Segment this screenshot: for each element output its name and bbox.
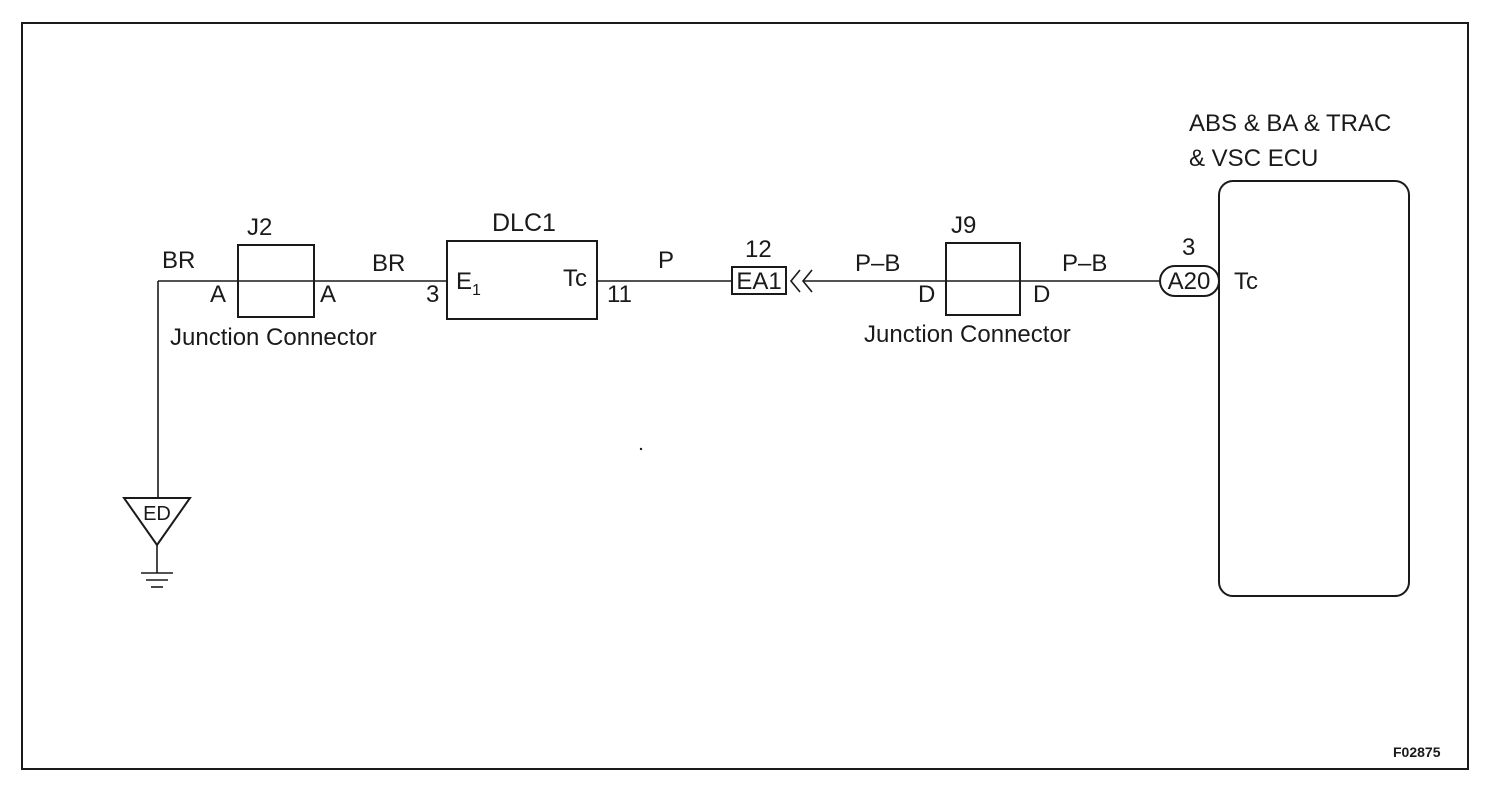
j9-name: J9	[951, 212, 976, 239]
wire-color-p: P	[658, 247, 674, 274]
ea1-name: EA1	[736, 268, 781, 295]
ea1-box	[731, 266, 787, 295]
j2-pin-right: A	[320, 281, 336, 308]
dlc1-pin-right-label: Tc	[563, 265, 587, 292]
dlc1-pin-right-number: 11	[607, 281, 632, 308]
wire-color-br-mid: BR	[372, 250, 405, 277]
ea1-pin-number: 12	[745, 236, 772, 263]
dlc1-connector: DLC1 3 E1 Tc 11	[426, 209, 632, 320]
ground-point-triangle	[122, 497, 192, 547]
ground-branch: ED	[122, 280, 238, 588]
dlc1-pin-left-label: E1	[456, 268, 481, 299]
ecu-connector-name: A20	[1168, 268, 1211, 295]
ecu: ABS & BA & TRAC & VSC ECU A20 3 Tc	[1159, 110, 1410, 597]
dlc1-name: DLC1	[492, 209, 556, 237]
ecu-pin-number: 3	[1182, 234, 1195, 261]
j2-caption: Junction Connector	[170, 324, 377, 351]
j9-junction-connector: J9 D D Junction Connector	[864, 212, 1071, 348]
ea1-connector: EA1 12	[731, 236, 813, 295]
j9-pin-right: D	[1033, 281, 1050, 308]
ecu-connector-oval	[1159, 265, 1220, 297]
wire-color-pb-right: P–B	[1062, 250, 1107, 277]
stray-dot	[639, 447, 643, 451]
j2-pin-left: A	[210, 281, 226, 308]
wire-color-br-left: BR	[162, 247, 195, 274]
dlc1-box	[446, 240, 598, 320]
dlc1-pin-left-number: 3	[426, 281, 439, 308]
j9-pin-left: D	[918, 281, 935, 308]
ecu-pin-label: Tc	[1234, 268, 1258, 295]
j9-box	[945, 242, 1021, 316]
ea1-chevron-1	[789, 269, 801, 293]
j9-caption: Junction Connector	[864, 321, 1071, 348]
wire-color-pb-left: P–B	[855, 250, 900, 277]
ground-point-label: ED	[143, 503, 171, 525]
j2-name: J2	[247, 214, 272, 241]
ecu-title-line2: & VSC ECU	[1189, 145, 1318, 172]
figure-id: F02875	[1393, 744, 1441, 760]
ecu-title-line1: ABS & BA & TRAC	[1189, 110, 1391, 137]
ecu-box	[1218, 180, 1410, 597]
